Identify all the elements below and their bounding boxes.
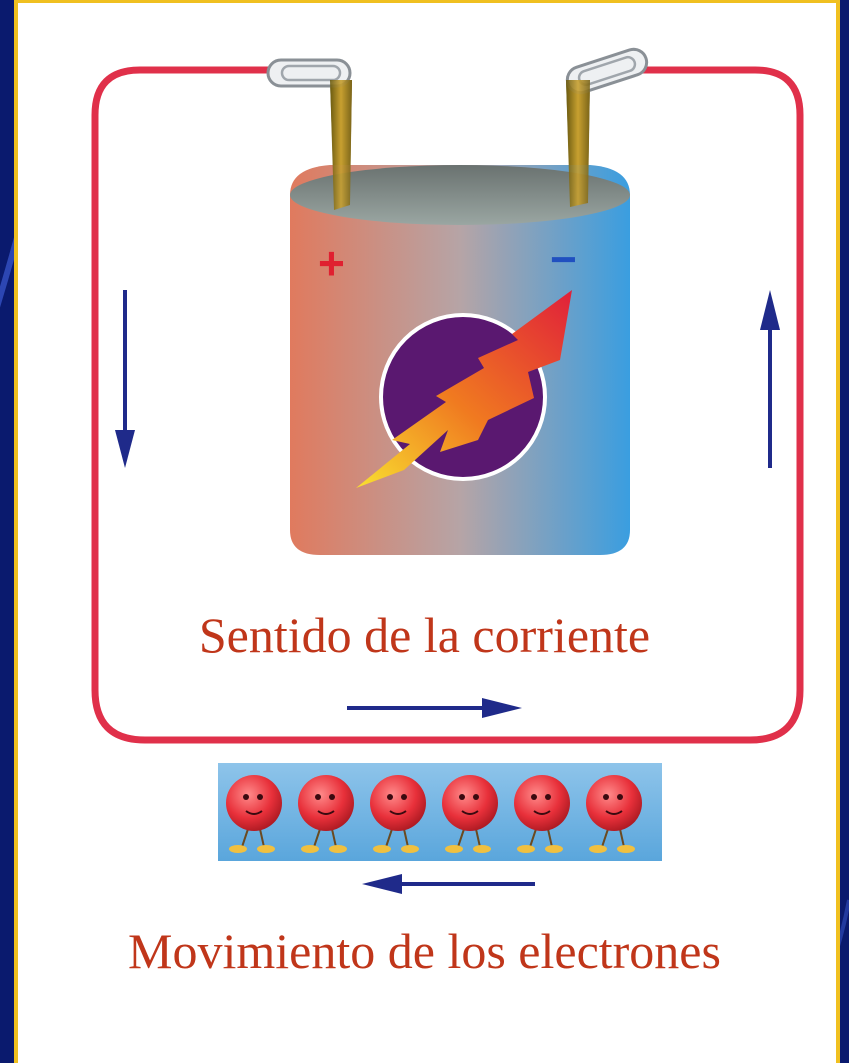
lightning-bolt-icon <box>356 290 572 488</box>
circuit-wire <box>91 66 804 744</box>
current-arrow-up <box>760 290 780 468</box>
electron-icon <box>586 775 642 853</box>
electron-icon <box>442 775 498 853</box>
left-paper-clip-icon <box>266 58 352 88</box>
electron-icon <box>298 775 354 853</box>
current-direction-label: Sentido de la corriente <box>198 607 651 663</box>
electron-movement-label: Movimiento de los electrones <box>128 923 721 979</box>
electron-icon <box>370 775 426 853</box>
current-arrow-down <box>115 290 135 468</box>
electron-icon <box>226 775 282 853</box>
positive-terminal-sign: + <box>318 237 345 289</box>
electron-icon <box>514 775 570 853</box>
battery <box>290 80 630 555</box>
electron-strip <box>218 763 662 861</box>
current-arrow-right <box>347 698 522 718</box>
electron-arrow-left <box>362 874 535 894</box>
negative-terminal-sign: − <box>550 233 577 285</box>
